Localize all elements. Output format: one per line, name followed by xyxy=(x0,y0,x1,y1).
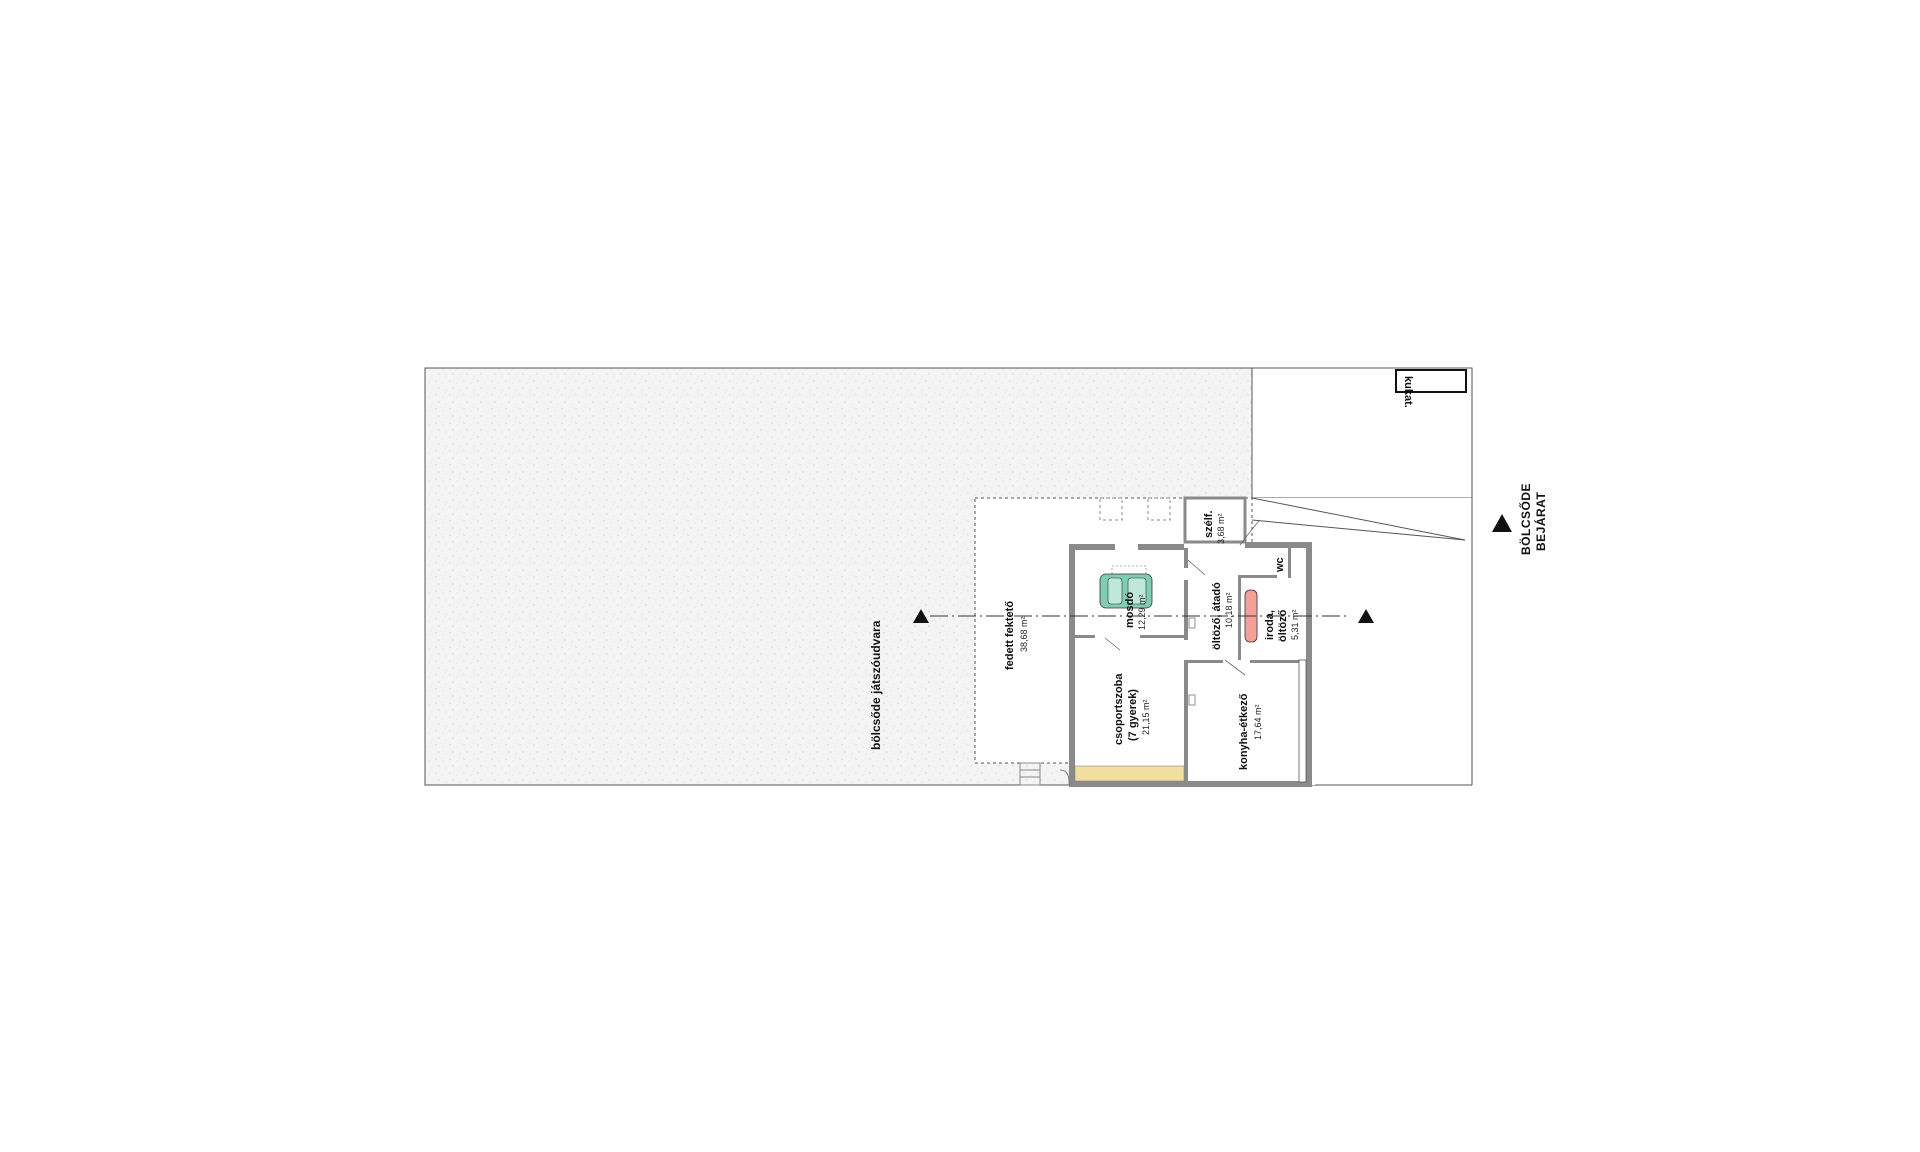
office-name-1: iroda, xyxy=(1264,610,1276,640)
wall-top-mid xyxy=(1138,544,1184,550)
kitchen-area: 17,64 m² xyxy=(1253,704,1263,740)
bins-label: kukat. xyxy=(1402,376,1414,408)
wc-label: wc xyxy=(1274,557,1286,573)
gate-line-1 xyxy=(1251,497,1466,541)
washroom-label: mosdó 12,29 m² xyxy=(1124,592,1147,630)
wall-right xyxy=(1306,542,1312,787)
cloakroom-area: 10,18 m² xyxy=(1224,592,1234,628)
covered-label: fedett fektető 38,68 m² xyxy=(1004,601,1029,670)
wall-kitchen-right xyxy=(1298,659,1307,783)
section-marker-left-icon xyxy=(913,609,929,623)
covered-area: 38,68 m² xyxy=(1019,616,1029,652)
cloakroom-label: öltöző, átadó 10,18 m² xyxy=(1211,582,1234,650)
door-swing-4 xyxy=(1239,519,1261,546)
skylight-2 xyxy=(1147,497,1171,521)
office-name-2: öltöző xyxy=(1277,609,1289,642)
gate-line-2 xyxy=(1251,519,1466,541)
wall-office-top xyxy=(1241,575,1277,578)
group-room-name-1: csoportszoba xyxy=(1113,673,1125,745)
washroom-name: mosdó xyxy=(1124,592,1136,628)
office-area: 5,31 m² xyxy=(1290,609,1300,640)
entrance-line-2: BEJÁRAT xyxy=(1533,492,1548,551)
skylight-1 xyxy=(1099,497,1123,521)
windbreak-name: szélf. xyxy=(1203,510,1215,538)
play-mat xyxy=(1074,765,1185,782)
door-swing-5 xyxy=(1059,769,1070,786)
door-swing-2 xyxy=(1224,659,1246,676)
kitchen-label: konyha-étkező 17,64 m² xyxy=(1238,693,1263,770)
kitchen-name: konyha-étkező xyxy=(1238,693,1250,770)
wall-core-left-low xyxy=(1184,660,1188,782)
washroom-fixtures xyxy=(1099,565,1153,609)
windbreak-area: 3,68 m² xyxy=(1216,513,1226,544)
wall-kitchen-top-2 xyxy=(1250,660,1308,663)
wall-washroom-bottom xyxy=(1075,635,1095,638)
yard-label: bölcsőde játszóudvara xyxy=(869,620,883,750)
group-room-label: csoportszoba (7 gyerek) 21,15 m² xyxy=(1113,673,1151,745)
door-swing-1 xyxy=(1187,559,1206,576)
cloakroom-name: öltöző, átadó xyxy=(1211,582,1223,650)
group-room-area: 21,15 m² xyxy=(1141,699,1151,735)
wall-office-left xyxy=(1238,575,1241,660)
wall-washroom-bottom-2 xyxy=(1140,635,1184,638)
section-marker-right-icon xyxy=(1358,609,1374,623)
bin-enclosure xyxy=(1395,369,1467,393)
wall-wc-right xyxy=(1288,548,1291,578)
wall-kitchen-top xyxy=(1188,660,1223,663)
entrance-marker-icon xyxy=(1492,514,1512,532)
door-swing-3 xyxy=(1104,637,1121,651)
wall-top-left xyxy=(1071,544,1115,550)
wall-left xyxy=(1069,544,1075,787)
wall-bottom xyxy=(1069,781,1312,787)
steps xyxy=(1019,762,1041,786)
section-line xyxy=(913,609,1374,623)
wall-top-right xyxy=(1245,542,1311,548)
office-label: iroda, öltöző 5,31 m² xyxy=(1264,609,1300,642)
entrance-line-1: BÖLCSŐDE xyxy=(1518,483,1533,555)
wall-core-left xyxy=(1184,580,1188,640)
wall-washroom-right xyxy=(1184,548,1188,568)
windbreak-box xyxy=(1183,496,1247,544)
washroom-area: 12,29 m² xyxy=(1137,594,1147,630)
covered-name: fedett fektető xyxy=(1004,601,1016,670)
entrance-label: BÖLCSŐDE BEJÁRAT xyxy=(1518,483,1548,555)
group-room-name-2: (7 gyerek) xyxy=(1127,689,1139,741)
windbreak-label: szélf. 3,68 m² xyxy=(1203,510,1226,544)
